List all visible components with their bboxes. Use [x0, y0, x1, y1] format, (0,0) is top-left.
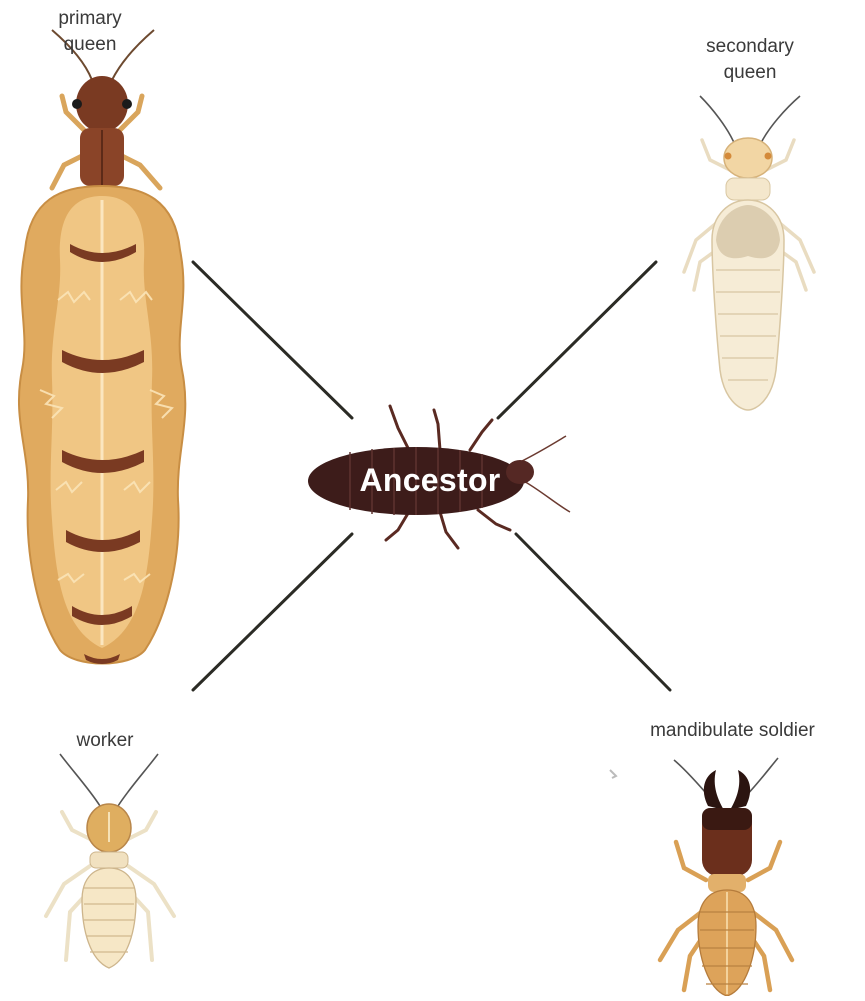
- worker-label: worker: [40, 728, 170, 754]
- primary-queen-label: primary queen: [30, 6, 150, 58]
- primary-queen-icon: [19, 30, 185, 664]
- secondary-queen-label-line1: secondary: [670, 34, 830, 60]
- primary-queen-label-line1: primary: [30, 6, 150, 32]
- worker-icon: [46, 754, 174, 968]
- line-primary-queen: [193, 262, 352, 418]
- line-soldier: [516, 534, 670, 690]
- primary-queen-label-line2: queen: [30, 32, 150, 58]
- secondary-queen-label: secondary queen: [670, 34, 830, 86]
- soldier-label: mandibulate soldier: [600, 718, 865, 744]
- ancestor-label: Ancestor: [330, 462, 530, 499]
- secondary-queen-label-line2: queen: [670, 60, 830, 86]
- soldier-icon: [610, 758, 792, 996]
- line-worker: [193, 534, 352, 690]
- line-secondary-queen: [498, 262, 656, 418]
- secondary-queen-icon: [684, 96, 814, 410]
